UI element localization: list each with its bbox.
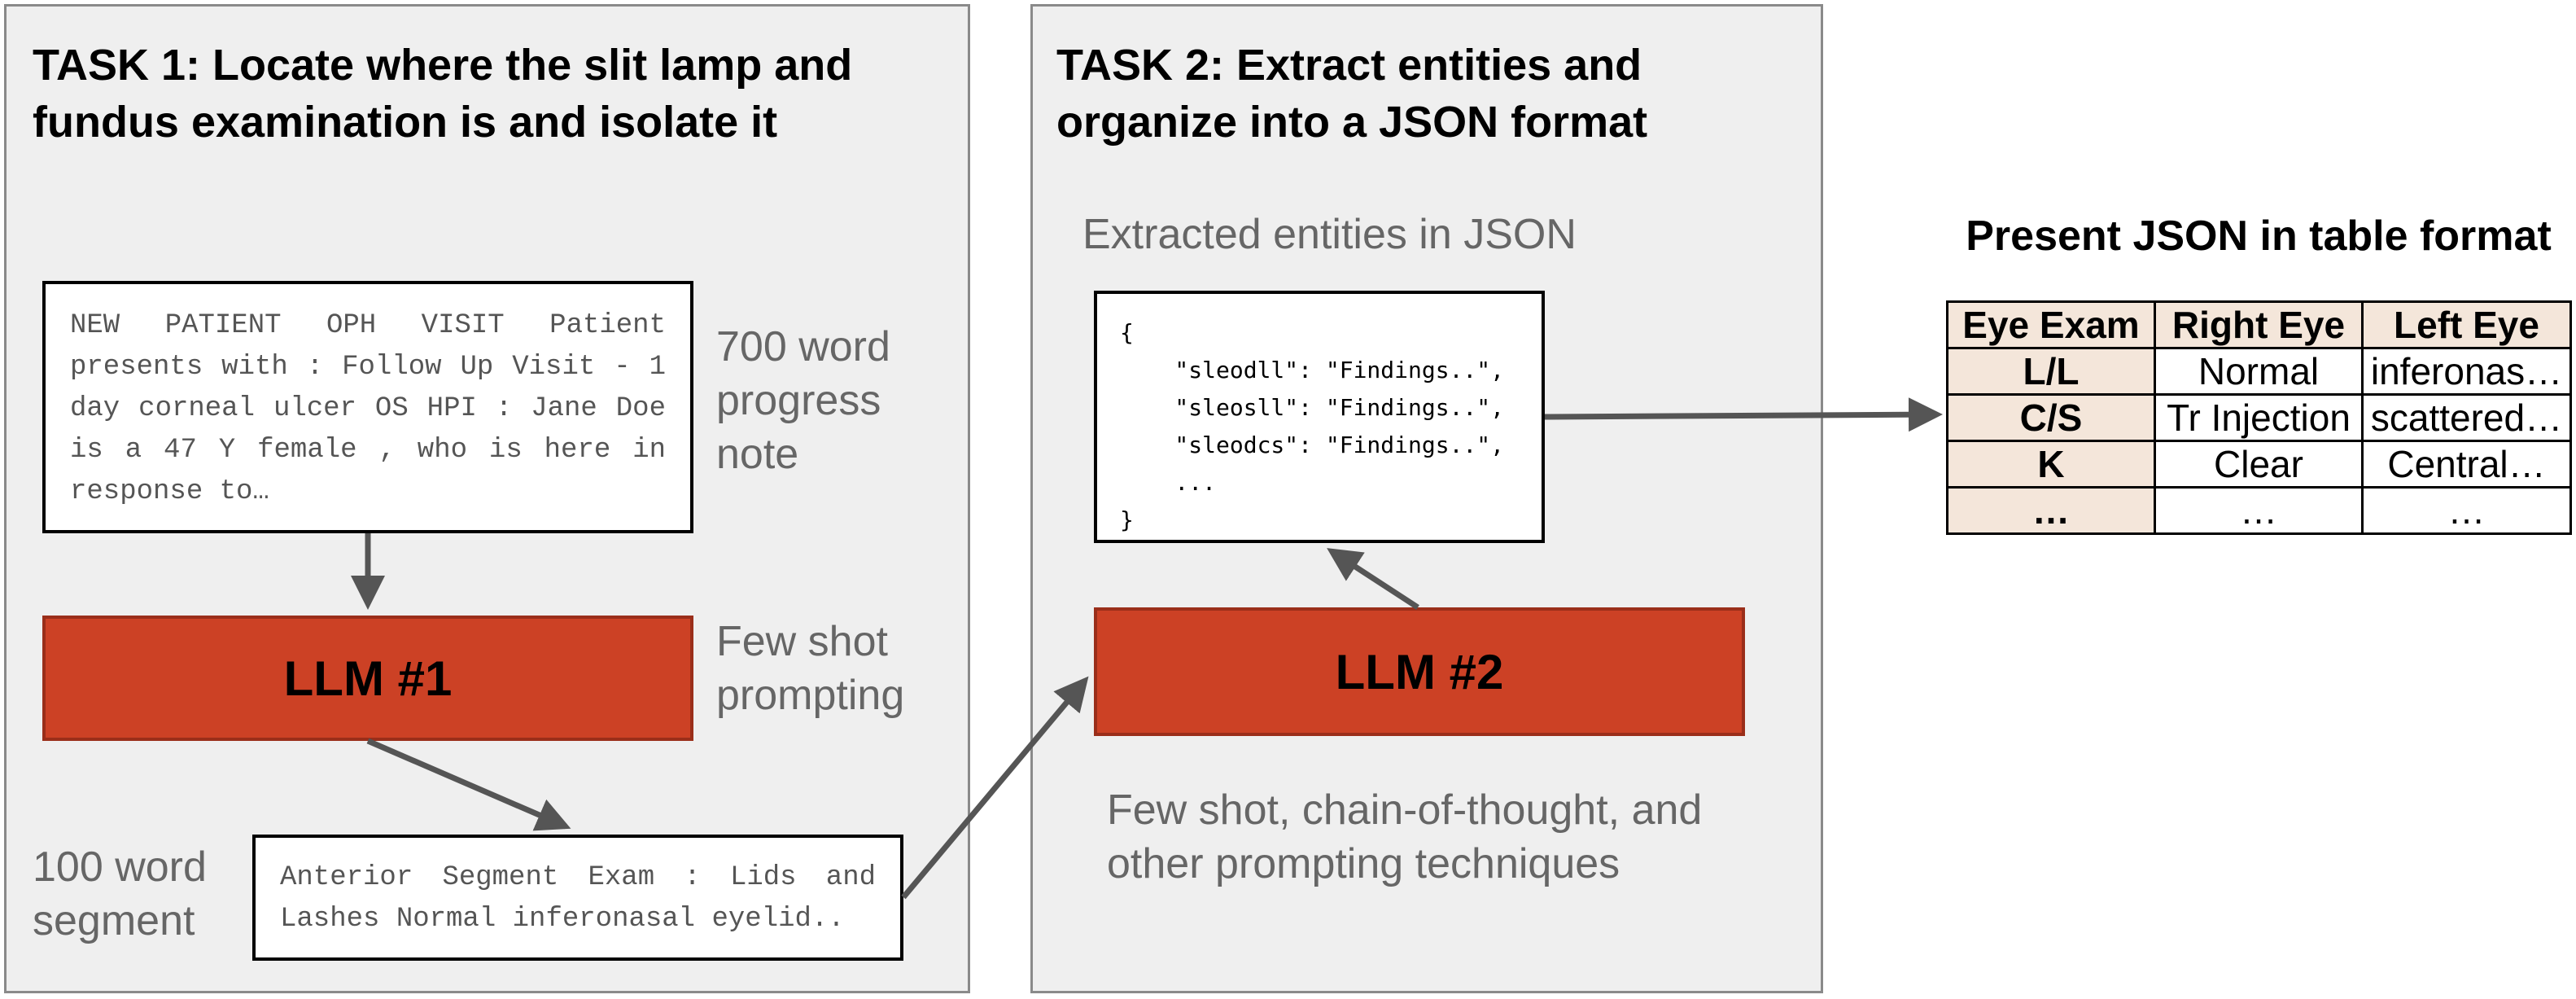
table-row: … … … bbox=[1946, 486, 2572, 535]
table-cell: … bbox=[2361, 486, 2572, 535]
table-cell: inferonas… bbox=[2361, 347, 2572, 396]
llm2-caption: Few shot, chain-of-thought, and other pr… bbox=[1107, 786, 1703, 887]
table-header-cell: Left Eye bbox=[2361, 300, 2572, 349]
llm2-label: LLM #2 bbox=[1335, 644, 1504, 699]
json-label: Extracted entities in JSON bbox=[1082, 211, 1577, 258]
json-code: { "sleodll": "Findings..", "sleosll": "F… bbox=[1120, 314, 1519, 539]
progress-note-text: NEW PATIENT OPH VISIT Patient presents w… bbox=[70, 310, 666, 507]
table-row: L/L Normal inferonas… bbox=[1946, 347, 2572, 396]
table-cell: Clear bbox=[2154, 440, 2364, 489]
table-row-header: … bbox=[1946, 486, 2156, 535]
progress-note-label: 700 word progress note bbox=[716, 323, 890, 478]
arrow-llm1-to-segment bbox=[366, 738, 571, 831]
llm1-box: LLM #1 bbox=[42, 616, 693, 741]
progress-note-box: NEW PATIENT OPH VISIT Patient presents w… bbox=[42, 281, 693, 533]
table-cell: … bbox=[2154, 486, 2364, 535]
segment-box: Anterior Segment Exam : Lids and Lashes … bbox=[252, 835, 903, 961]
table-row-header: K bbox=[1946, 440, 2156, 489]
table-row-header: C/S bbox=[1946, 393, 2156, 442]
segment-text: Anterior Segment Exam : Lids and Lashes … bbox=[280, 862, 876, 935]
task1-title: TASK 1: Locate where the slit lamp and f… bbox=[33, 41, 853, 147]
table-cell: Normal bbox=[2154, 347, 2364, 396]
segment-label: 100 word segment bbox=[33, 843, 207, 944]
table-header-row: Eye Exam Right Eye Left Eye bbox=[1946, 300, 2572, 349]
table-section-title: Present JSON in table format bbox=[1966, 213, 2552, 260]
table-row-header: L/L bbox=[1946, 347, 2156, 396]
table-header-cell: Eye Exam bbox=[1946, 300, 2156, 349]
table-cell: Central… bbox=[2361, 440, 2572, 489]
json-line: "sleodll": "Findings..", bbox=[1120, 357, 1505, 383]
eye-exam-table: Eye Exam Right Eye Left Eye L/L Normal i… bbox=[1946, 300, 2572, 535]
task2-title: TASK 2: Extract entities and organize in… bbox=[1056, 41, 1648, 147]
table-row: C/S Tr Injection scattered… bbox=[1946, 393, 2572, 442]
table-header-cell: Right Eye bbox=[2154, 300, 2364, 349]
table-row: K Clear Central… bbox=[1946, 440, 2572, 489]
json-box: { "sleodll": "Findings..", "sleosll": "F… bbox=[1094, 291, 1545, 543]
json-line: { bbox=[1120, 319, 1134, 346]
arrow-llm2-to-json bbox=[1327, 548, 1419, 610]
json-line: "sleodcs": "Findings..", bbox=[1120, 432, 1505, 458]
arrow-json-to-table bbox=[1544, 397, 1943, 432]
arrow-segment-to-llm2 bbox=[901, 676, 1089, 900]
json-line: "sleosll": "Findings..", bbox=[1120, 394, 1505, 421]
llm1-label: LLM #1 bbox=[283, 651, 453, 706]
table-cell: scattered… bbox=[2361, 393, 2572, 442]
llm2-box: LLM #2 bbox=[1094, 607, 1745, 736]
llm1-side-label: Few shot prompting bbox=[716, 618, 905, 719]
table-cell: Tr Injection bbox=[2154, 393, 2364, 442]
json-line: ... bbox=[1120, 469, 1217, 496]
json-line: } bbox=[1120, 506, 1134, 533]
